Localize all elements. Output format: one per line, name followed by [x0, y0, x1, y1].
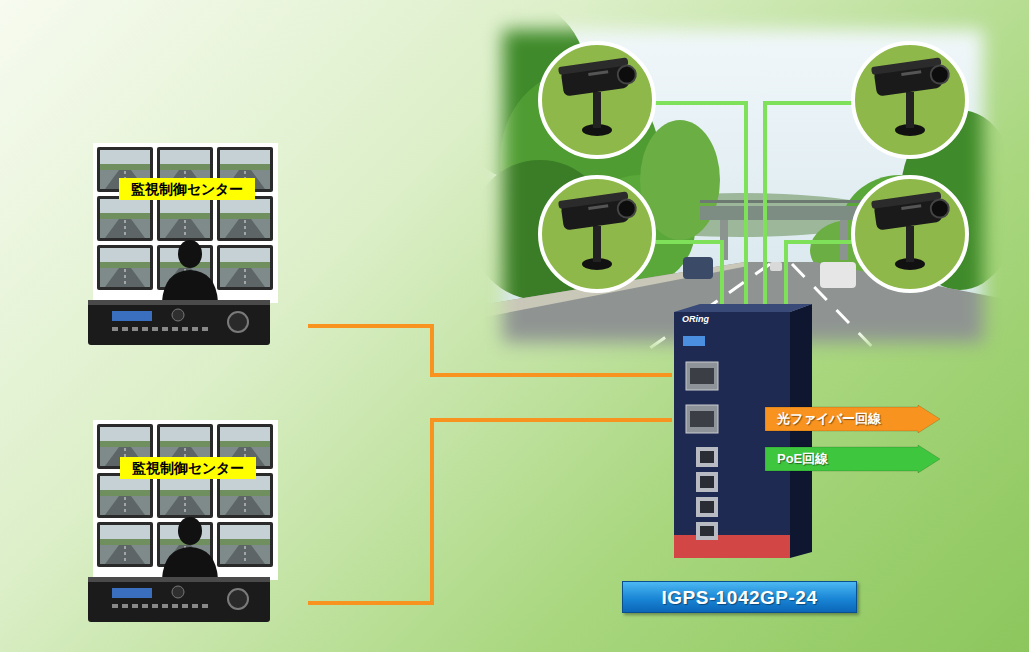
monitoring-center: 監視制御センター — [88, 143, 308, 348]
monitoring-center-illustration — [88, 420, 278, 622]
switch-device — [686, 362, 718, 390]
legend-item: 光ファイバー回線 — [765, 405, 940, 433]
camera-icon — [853, 43, 967, 157]
center-label: 監視制御センター — [120, 457, 256, 479]
switch-device — [700, 526, 714, 536]
monitoring-center: 監視制御センター — [88, 420, 308, 642]
switch-device — [674, 535, 790, 558]
monitoring-center-illustration — [88, 143, 278, 345]
legend-item: PoE回線 — [765, 445, 940, 473]
fiber-line — [308, 420, 672, 603]
poe-wire — [652, 103, 855, 312]
highway-photo — [820, 262, 856, 288]
switch-device — [674, 304, 812, 312]
camera-icon — [540, 43, 967, 291]
poe-wire — [765, 103, 855, 312]
switch-device — [696, 497, 718, 517]
switch-device — [683, 336, 705, 346]
switch-device — [696, 447, 718, 467]
model-label: IGPS-1042GP-24 — [622, 581, 857, 613]
poe-wire — [652, 103, 746, 312]
camera-icon — [540, 43, 654, 157]
switch-device — [690, 368, 714, 384]
center-label: 監視制御センター — [119, 178, 255, 200]
camera-icon — [853, 177, 967, 291]
switch-device — [696, 522, 718, 540]
highway-photo — [683, 257, 713, 279]
legend-swatch — [765, 445, 940, 473]
switch-device — [690, 411, 714, 427]
brand-name: ORing — [682, 314, 709, 325]
poe-wire — [652, 242, 722, 312]
switch-device — [700, 501, 714, 513]
switch-device — [700, 476, 714, 488]
highway-photo — [700, 206, 870, 220]
legend-swatch — [765, 405, 940, 433]
monitoring-center-illustration — [88, 143, 278, 622]
legend-text: PoE回線 — [765, 445, 828, 473]
highway-photo — [700, 200, 870, 203]
legend-text: 光ファイバー回線 — [765, 405, 881, 433]
poe-wire — [786, 242, 855, 312]
camera-icon — [540, 177, 654, 291]
switch-device — [696, 472, 718, 492]
switch-device — [700, 451, 714, 463]
switch-device — [686, 405, 718, 433]
highway-photo — [770, 262, 782, 271]
fiber-line — [308, 326, 672, 375]
switch-device — [674, 312, 790, 558]
